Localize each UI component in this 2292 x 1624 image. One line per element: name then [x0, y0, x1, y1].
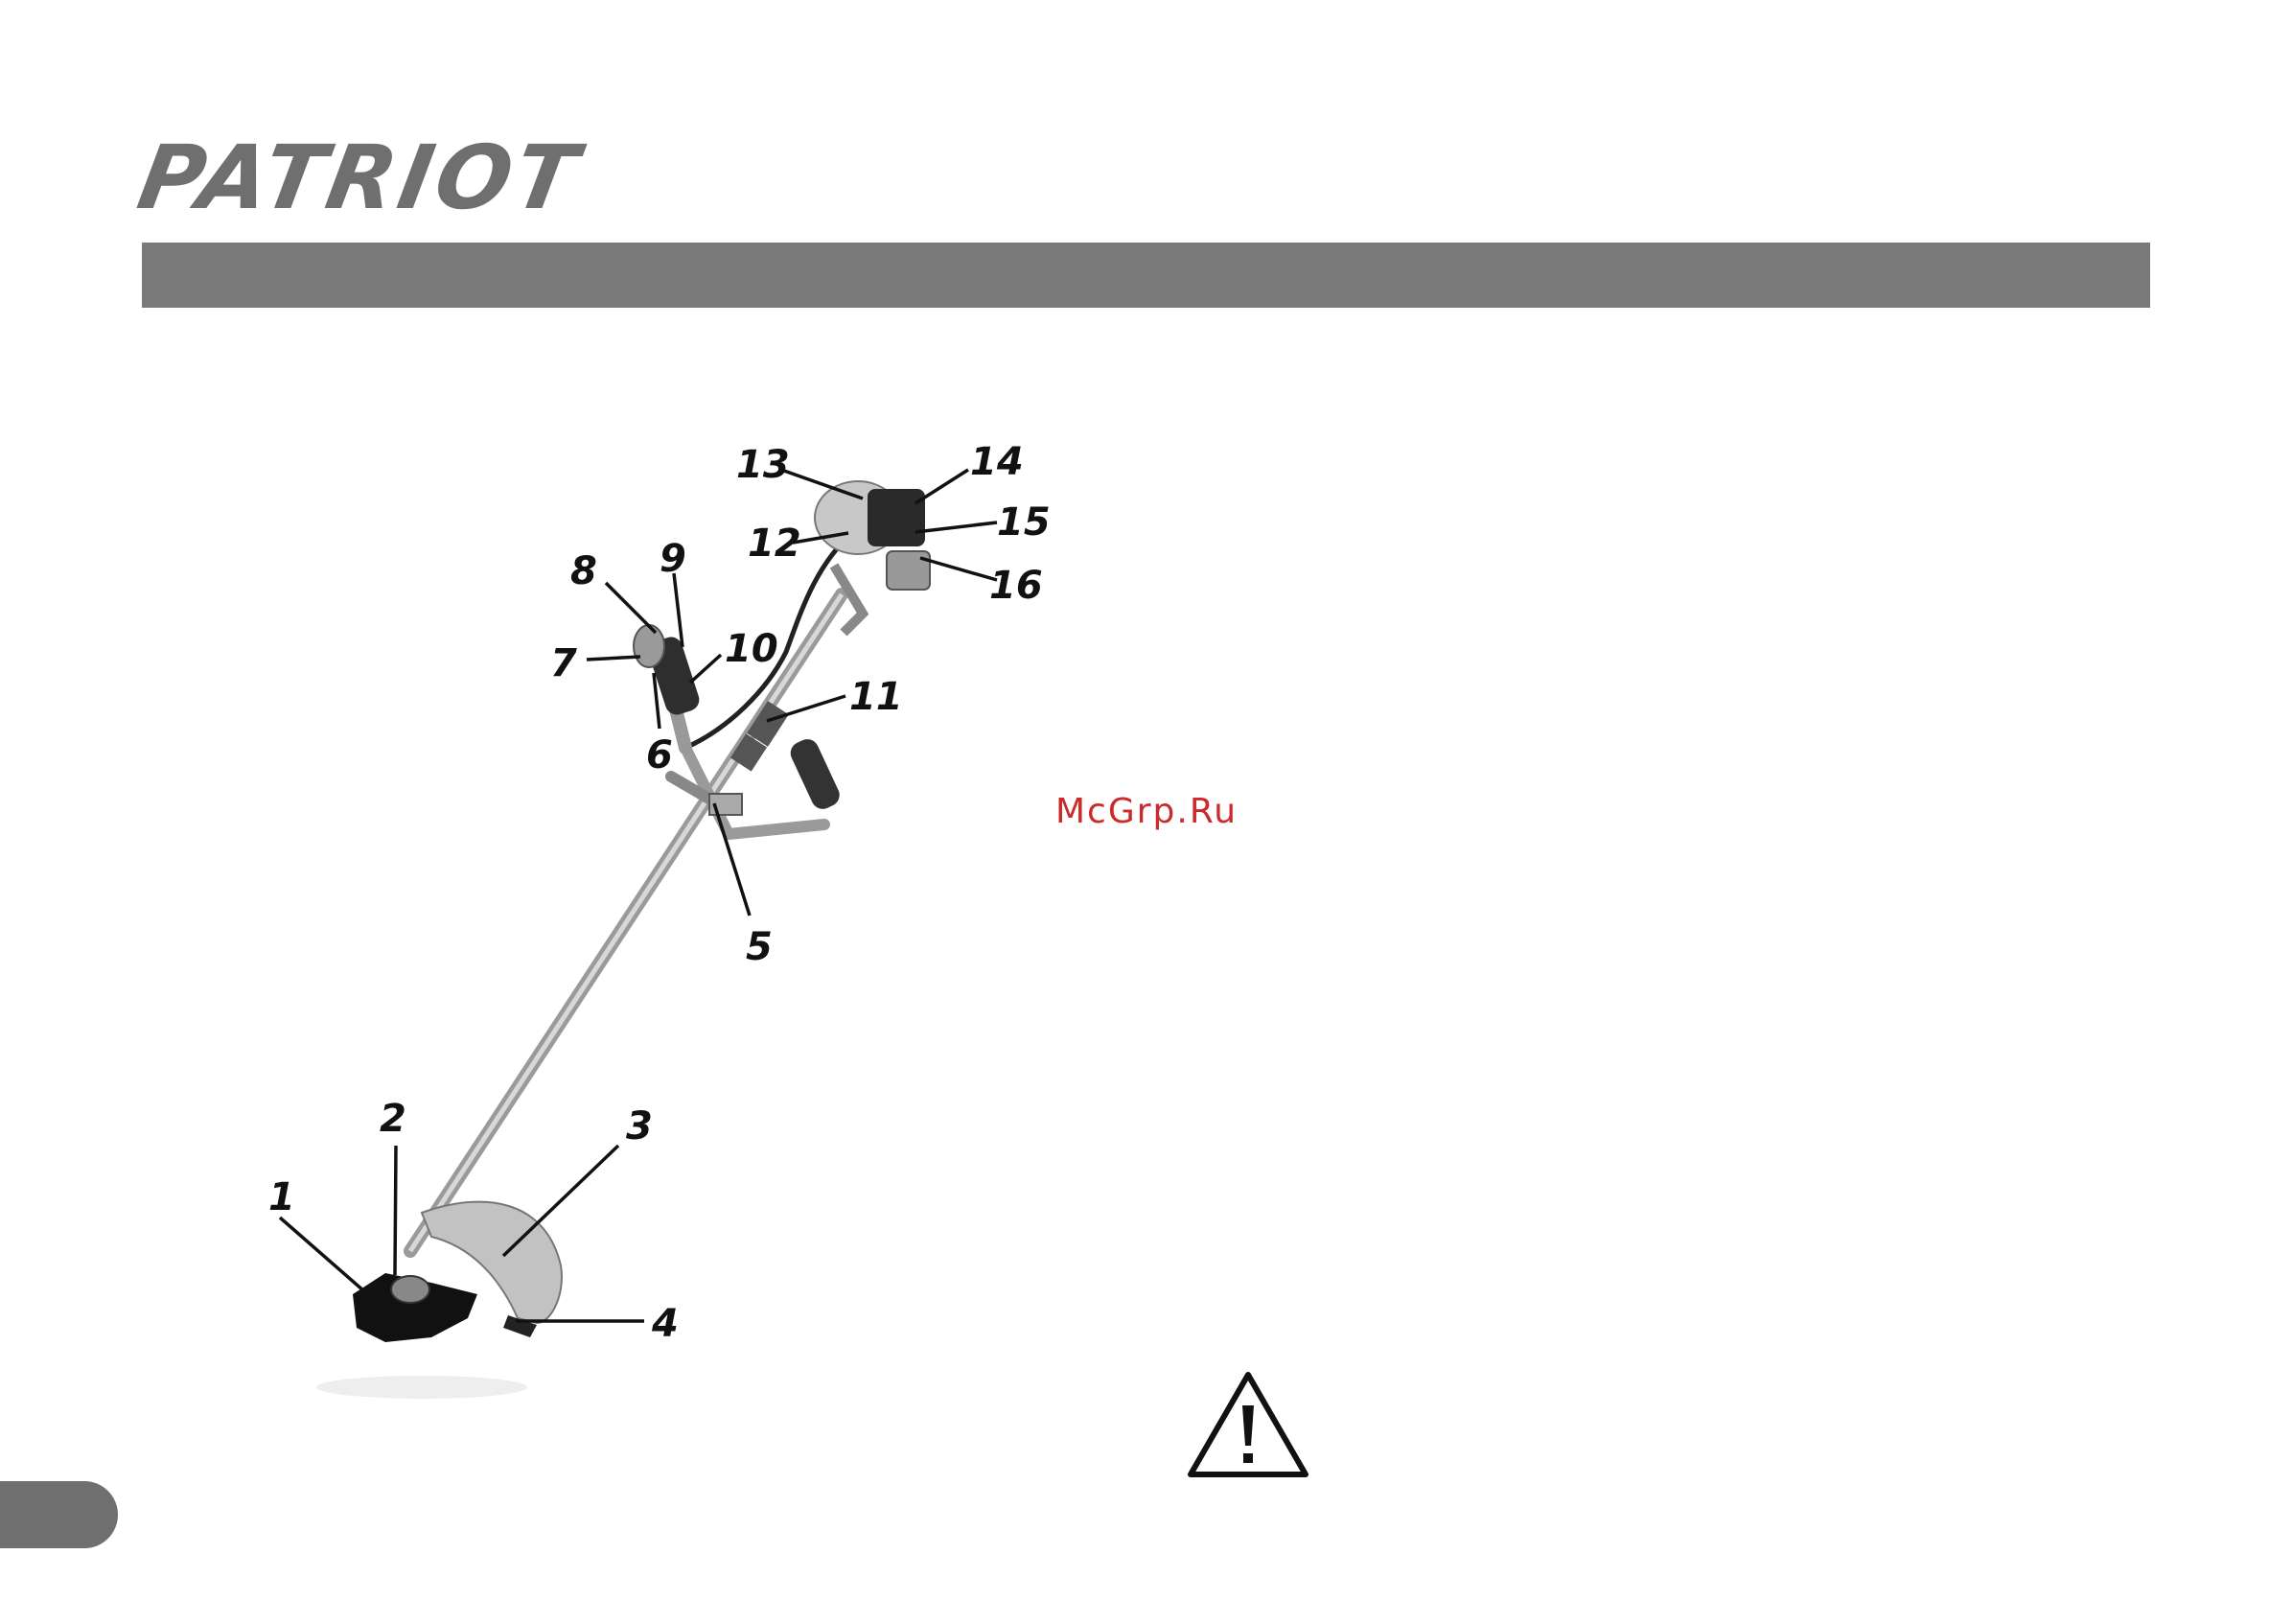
callout-2: 2: [380, 1097, 406, 1141]
leader-5: [714, 803, 750, 916]
leader-1: [280, 1218, 379, 1304]
leader-14: [915, 470, 968, 503]
callout-6: 6: [646, 733, 673, 777]
engine-tank: [868, 489, 925, 546]
callout-13: 13: [736, 443, 790, 487]
callout-16: 16: [989, 564, 1043, 608]
callout-11: 11: [849, 675, 903, 719]
leader-10: [690, 655, 721, 683]
callout-10: 10: [725, 627, 778, 671]
throttle-housing: [634, 625, 664, 667]
callout-8: 8: [570, 549, 597, 593]
leader-8: [606, 583, 656, 633]
callout-5: 5: [746, 925, 773, 969]
ground-shadow: [316, 1376, 527, 1399]
callout-1: 1: [268, 1175, 295, 1219]
callout-3: 3: [626, 1104, 653, 1148]
leader-15: [915, 522, 997, 532]
leader-9: [674, 573, 683, 647]
leader-7: [587, 657, 640, 660]
right-grip: [787, 735, 844, 813]
leader-2: [395, 1146, 396, 1275]
starter-housing: [887, 551, 930, 590]
callout-7: 7: [550, 641, 577, 685]
leader-16: [920, 558, 997, 580]
watermark: McGrp.Ru: [1055, 792, 1238, 831]
drive-shaft-highlight: [410, 594, 842, 1251]
callout-9: 9: [660, 537, 686, 581]
page-tab: [0, 1481, 118, 1548]
leader-3: [503, 1146, 618, 1256]
callout-15: 15: [997, 500, 1051, 545]
warning-triangle-icon: [1185, 1369, 1311, 1480]
callout-12: 12: [748, 522, 801, 566]
callout-4: 4: [651, 1302, 679, 1346]
callout-14: 14: [970, 440, 1024, 484]
gearbox: [391, 1276, 429, 1303]
